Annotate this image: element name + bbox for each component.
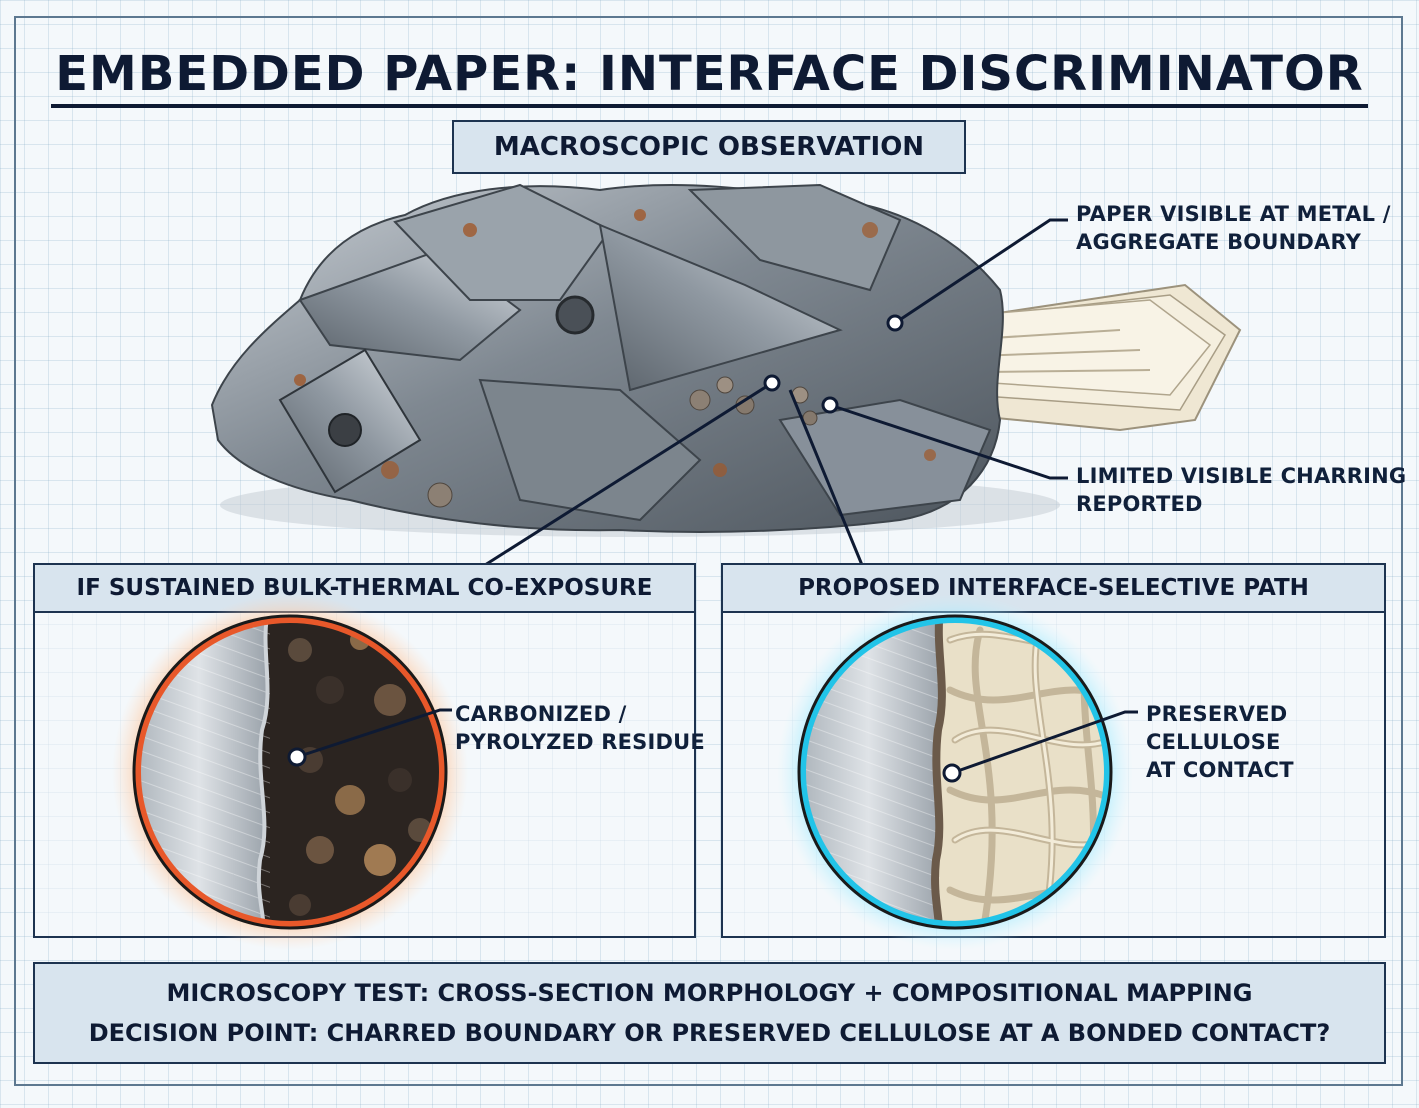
carbonized-callout: CARBONIZED / PYROLYZED RESIDUE — [455, 702, 705, 754]
bulk-thermal-panel-title: IF SUSTAINED BULK-THERMAL CO-EXPOSURE — [35, 565, 694, 613]
decision-point-line: DECISION POINT: CHARRED BOUNDARY OR PRES… — [88, 1019, 1331, 1047]
interface-selective-panel-title: PROPOSED INTERFACE-SELECTIVE PATH — [723, 565, 1384, 613]
microscopy-test-line: MICROSCOPY TEST: CROSS-SECTION MORPHOLOG… — [166, 979, 1253, 1007]
callout-dots — [763, 314, 904, 414]
page-title: EMBEDDED PAPER: INTERFACE DISCRIMINATOR — [0, 46, 1419, 108]
crumpled-metal — [210, 183, 1004, 533]
outer-frame — [14, 16, 1403, 1086]
callout-leaders — [484, 218, 1068, 567]
paper-boundary-callout: PAPER VISIBLE AT METAL / AGGREGATE BOUND… — [1076, 202, 1391, 254]
microscopy-test-box: MICROSCOPY TEST: CROSS-SECTION MORPHOLOG… — [33, 962, 1386, 1064]
cellulose-callout: PRESERVED CELLULOSE AT CONTACT — [1146, 702, 1294, 782]
charring-callout: LIMITED VISIBLE CHARRING REPORTED — [1076, 464, 1407, 516]
macroscopic-observation-label: MACROSCOPIC OBSERVATION — [452, 120, 966, 174]
